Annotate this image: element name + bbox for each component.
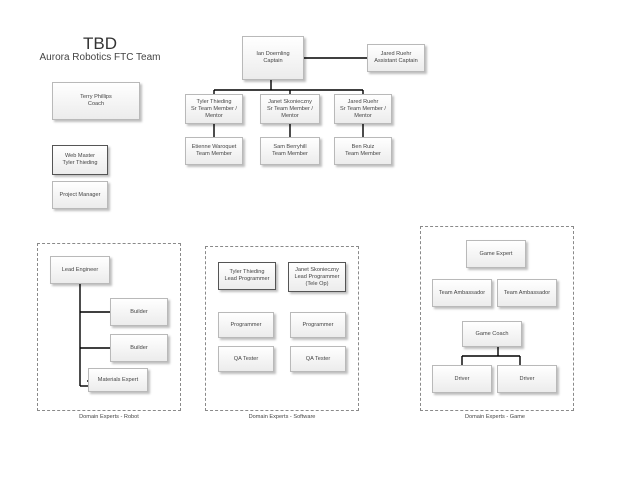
team-member-box[interactable]: Etienne Waroquet Team Member [185, 137, 243, 165]
builder-label: Builder [130, 344, 148, 351]
coach-role: Coach [87, 101, 105, 107]
lead-programmer-box[interactable]: Janet Skonieczny Lead Programmer (Tele O… [288, 262, 346, 292]
driver-label: Driver [519, 375, 535, 382]
coach-name: Terry Phillips [80, 94, 112, 100]
qa-tester-label: QA Tester [233, 355, 259, 362]
team-member-role: Team Member [196, 151, 232, 157]
builder-box[interactable]: Builder [110, 298, 168, 326]
lead-programmer-role2: (Tele Op) [305, 280, 329, 287]
software-domain-frame [205, 246, 359, 411]
game-expert-box[interactable]: Game Expert [466, 240, 526, 268]
senior-member-role2: Mentor [205, 112, 223, 119]
lead-programmer-name: Janet Skonieczny [295, 266, 339, 273]
assistant-captain-box[interactable]: Jared Ruehr Assistant Captain [367, 44, 425, 72]
senior-member-role: Sr Team Member / [191, 105, 237, 112]
qa-tester-box[interactable]: QA Tester [218, 346, 274, 372]
game-domain-frame [420, 226, 574, 411]
senior-member-box[interactable]: Janet Skonieczny Sr Team Member / Mentor [260, 94, 320, 124]
programmer-box[interactable]: Programmer [218, 312, 274, 338]
driver-box[interactable]: Driver [432, 365, 492, 393]
game-coach-label: Game Coach [475, 330, 509, 337]
team-member-name: Sam Berryhill [273, 144, 307, 150]
programmer-box[interactable]: Programmer [290, 312, 346, 338]
webmaster-name: Tyler Thieding [62, 160, 98, 166]
project-manager-box[interactable]: Project Manager [52, 181, 108, 209]
team-ambassador-box[interactable]: Team Ambassador [432, 279, 492, 307]
robot-domain-label: Domain Experts - Robot [79, 414, 139, 420]
team-member-name: Ben Ruiz [351, 144, 375, 150]
robot-domain-frame [37, 243, 181, 411]
team-member-box[interactable]: Sam Berryhill Team Member [260, 137, 320, 165]
programmer-label: Programmer [230, 321, 262, 328]
project-manager-role: Project Manager [59, 191, 101, 198]
team-member-role: Team Member [345, 151, 381, 157]
senior-member-role2: Mentor [354, 112, 372, 119]
team-member-role: Team Member [272, 151, 308, 157]
captain-box[interactable]: Ian Doernling Captain [242, 36, 304, 80]
page-title: TBD [83, 34, 117, 53]
webmaster-box[interactable]: Web Master Tyler Thieding [52, 145, 108, 175]
coach-box[interactable]: Terry Phillips Coach [52, 82, 140, 120]
builder-box[interactable]: Builder [110, 334, 168, 362]
game-expert-label: Game Expert [479, 250, 513, 257]
captain-role: Captain [263, 58, 283, 64]
team-member-box[interactable]: Ben Ruiz Team Member [334, 137, 392, 165]
senior-member-name: Jared Ruehr [347, 98, 379, 105]
driver-label: Driver [454, 375, 470, 382]
game-domain-label: Domain Experts - Game [465, 414, 525, 420]
senior-member-box[interactable]: Jared Ruehr Sr Team Member / Mentor [334, 94, 392, 124]
senior-member-role2: Mentor [281, 112, 299, 119]
lead-programmer-box[interactable]: Tyler Thieding Lead Programmer [218, 262, 276, 290]
lead-programmer-name: Tyler Thieding [229, 269, 265, 275]
team-ambassador-box[interactable]: Team Ambassador [497, 279, 557, 307]
team-ambassador-label: Team Ambassador [438, 289, 486, 296]
senior-member-name: Tyler Thieding [196, 98, 232, 105]
lead-programmer-role: Lead Programmer [294, 273, 340, 280]
assistant-name: Jared Ruehr [380, 51, 412, 57]
senior-member-role: Sr Team Member / [267, 105, 313, 112]
team-member-name: Etienne Waroquet [191, 144, 237, 150]
lead-programmer-role: Lead Programmer [224, 276, 270, 282]
lead-engineer-label: Lead Engineer [61, 266, 99, 273]
materials-expert-box[interactable]: Materials Expert [88, 368, 148, 392]
senior-member-box[interactable]: Tyler Thieding Sr Team Member / Mentor [185, 94, 243, 124]
programmer-label: Programmer [302, 321, 334, 328]
lead-engineer-box[interactable]: Lead Engineer [50, 256, 110, 284]
game-coach-box[interactable]: Game Coach [462, 321, 522, 347]
webmaster-role: Web Master [64, 153, 96, 159]
builder-label: Builder [130, 308, 148, 315]
qa-tester-label: QA Tester [305, 355, 331, 362]
qa-tester-box[interactable]: QA Tester [290, 346, 346, 372]
captain-name: Ian Doernling [256, 51, 290, 57]
assistant-role: Assistant Captain [374, 58, 418, 64]
software-domain-label: Domain Experts - Software [248, 414, 316, 420]
page-subtitle: Aurora Robotics FTC Team [39, 52, 161, 63]
team-ambassador-label: Team Ambassador [503, 289, 551, 296]
materials-expert-label: Materials Expert [97, 376, 139, 383]
senior-member-role: Sr Team Member / [340, 105, 386, 112]
driver-box[interactable]: Driver [497, 365, 557, 393]
senior-member-name: Janet Skonieczny [268, 98, 312, 105]
